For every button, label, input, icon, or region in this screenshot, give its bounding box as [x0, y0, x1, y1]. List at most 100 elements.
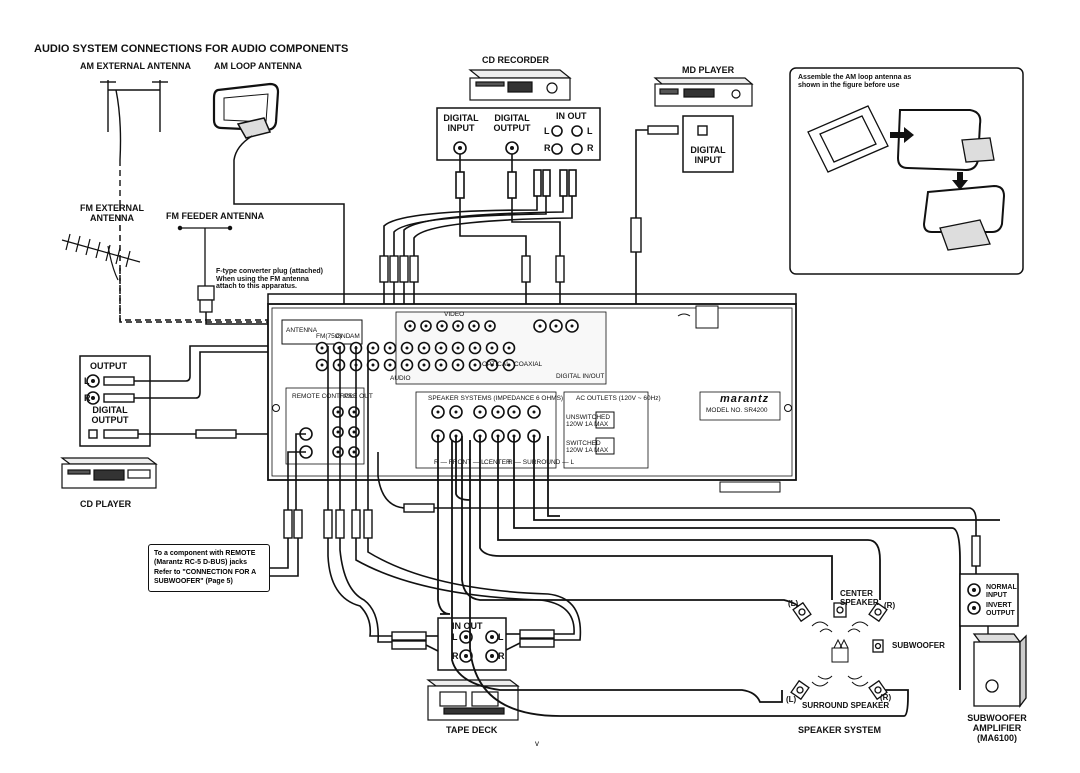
- fm-external-antenna-label: FM EXTERNAL ANTENNA: [80, 203, 144, 223]
- rca-jack-pin: [512, 410, 516, 414]
- rca-jack-pin: [554, 324, 558, 328]
- cd-recorder-icon: [468, 69, 572, 101]
- fm-feeder-antenna-icon: [177, 225, 233, 286]
- rca-jack-pin: [320, 346, 324, 350]
- rca-jack-pin: [454, 410, 458, 414]
- diagram-title: AUDIO SYSTEM CONNECTIONS FOR AUDIO COMPO…: [34, 43, 349, 55]
- arrow-icon: [890, 127, 968, 190]
- cdr-digital-output-label: DIGITAL OUTPUT: [493, 113, 531, 133]
- tape-deck-label: TAPE DECK: [446, 725, 498, 735]
- rca-jack-pin: [336, 430, 340, 434]
- cdr-in-out-label: IN OUT: [556, 111, 587, 121]
- rca-jack-pin: [472, 324, 476, 328]
- cd-output-l-label: L: [84, 376, 90, 386]
- cd-output-label: OUTPUT: [90, 361, 127, 371]
- rca-jack-pin: [422, 363, 426, 367]
- rca-jack-pin: [488, 324, 492, 328]
- am-loop-antenna-icon: [212, 82, 280, 139]
- receiver-am-label: AM: [350, 333, 360, 340]
- cdr-r-out-label: R: [587, 143, 594, 153]
- rca-jack-pin: [352, 410, 356, 414]
- am-external-antenna-icon: [100, 80, 168, 205]
- rca-jack-pin: [436, 410, 440, 414]
- rca-jack-pin: [456, 346, 460, 350]
- tape-in-out-label: IN OUT: [452, 621, 483, 631]
- speaker-icon: [790, 601, 888, 701]
- am-external-antenna-label: AM EXTERNAL ANTENNA: [80, 61, 192, 71]
- front-l-label: (L): [788, 599, 799, 608]
- f-type-note: F-type converter plug (attached) When us…: [216, 268, 323, 291]
- rca-jack-pin: [388, 363, 392, 367]
- receiver-remote-control-label: REMOTE CONTROL: [292, 393, 354, 400]
- rca-jack-pin: [336, 410, 340, 414]
- normal-input-label: NORMAL INPUT: [986, 584, 1017, 599]
- receiver-spk-center-label: CENTER: [484, 459, 511, 466]
- rca-jack-pin: [320, 363, 324, 367]
- rca-jack-pin: [439, 363, 443, 367]
- cd-recorder-label: CD RECORDER: [482, 55, 550, 65]
- center-speaker-label: CENTER SPEAKER: [840, 589, 879, 607]
- cdr-l-in-label: L: [544, 126, 550, 136]
- rca-jack-pin: [408, 324, 412, 328]
- rca-jack-pin: [490, 363, 494, 367]
- cdr-l-out-label: L: [587, 126, 593, 136]
- tape-l-out-label: L: [498, 632, 504, 642]
- rca-jack-pin: [388, 346, 392, 350]
- rca-jack-pin: [570, 324, 574, 328]
- tape-deck-icon: [426, 679, 520, 721]
- assemble-note: Assemble the AM loop antenna as shown in…: [798, 74, 912, 89]
- f-type-plug-icon: [197, 285, 215, 313]
- cd-digital-output-label: DIGITAL OUTPUT: [91, 405, 129, 425]
- rca-jack-pin: [371, 363, 375, 367]
- am-loop-antenna-label: AM LOOP ANTENNA: [214, 61, 303, 71]
- receiver-digital-label: DIGITAL IN/OUT: [556, 373, 605, 380]
- rca-jack-pin: [439, 346, 443, 350]
- surround-r-label: (R): [880, 693, 892, 702]
- tape-r-in-label: R: [452, 651, 459, 661]
- receiver-pre-out-label: PRE OUT: [344, 393, 373, 400]
- cd-player-label: CD PLAYER: [80, 499, 132, 509]
- rca-jack-pin: [422, 346, 426, 350]
- receiver-fm-label: FM(75Ω): [316, 333, 342, 340]
- rca-jack-pin: [538, 324, 542, 328]
- rca-jack-pin: [336, 450, 340, 454]
- receiver-switched-label: SWITCHED 120W 1A MAX: [566, 440, 609, 455]
- surround-speaker-label: SURROUND SPEAKER: [802, 701, 890, 710]
- receiver-speaker-systems-label: SPEAKER SYSTEMS (IMPEDANCE 6 OHMS): [428, 395, 564, 402]
- rca-jack-pin: [473, 346, 477, 350]
- fm-external-antenna-icon: [61, 233, 141, 281]
- rca-jack-pin: [424, 324, 428, 328]
- rca-jack-pin: [440, 324, 444, 328]
- subwoofer-speaker-label: SUBWOOFER: [892, 641, 945, 650]
- receiver-brand-logo: marantz: [720, 393, 770, 405]
- rca-jack-pin: [405, 363, 409, 367]
- fm-feeder-antenna-label: FM FEEDER ANTENNA: [166, 211, 265, 221]
- rca-jack-pin: [371, 346, 375, 350]
- receiver-gnd-label: GND: [336, 333, 351, 340]
- md-player-label: MD PLAYER: [682, 65, 735, 75]
- receiver-audio-label: AUDIO: [390, 375, 411, 382]
- subwoofer-amplifier-label: SUBWOOFER AMPLIFIER (MA6100): [967, 713, 1027, 743]
- rca-jack-pin: [490, 346, 494, 350]
- tape-r-out-label: R: [498, 651, 505, 661]
- rca-jack-pin: [507, 346, 511, 350]
- am-loop-assembly-figure: [807, 105, 1006, 251]
- rca-jack-pin: [507, 363, 511, 367]
- speaker-system-label: SPEAKER SYSTEM: [798, 725, 882, 735]
- front-r-label: (R): [884, 601, 896, 610]
- remote-note: To a component with REMOTE (Marantz RC-5…: [148, 544, 270, 592]
- receiver-spk-front-label: R — FRONT — L: [434, 459, 485, 466]
- cdr-digital-input-label: DIGITAL INPUT: [443, 113, 479, 133]
- page-number: v: [535, 739, 539, 748]
- cd-output-r-label: R: [84, 393, 91, 403]
- rca-jack-pin: [405, 346, 409, 350]
- receiver-antenna-label: ANTENNA: [286, 327, 318, 334]
- cd-player-icon: [60, 457, 158, 489]
- rca-jack-pin: [456, 363, 460, 367]
- receiver-model-label: MODEL NO. SR4200: [706, 407, 768, 414]
- rca-jack-pin: [473, 363, 477, 367]
- rca-jack-pin: [496, 410, 500, 414]
- rca-jack-pin: [456, 324, 460, 328]
- rca-jack-pin: [478, 410, 482, 414]
